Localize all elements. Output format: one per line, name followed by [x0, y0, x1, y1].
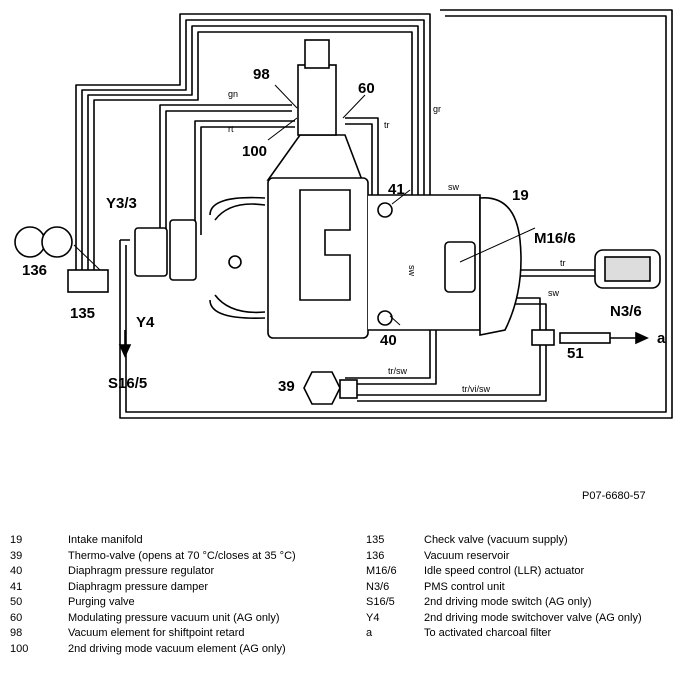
legend-right: 135 Check valve (vacuum supply) 136 Vacuum …	[366, 533, 686, 642]
legend-description: 2nd driving mode switchover valve (AG on…	[424, 611, 642, 624]
legend-code: M16/6	[366, 565, 397, 577]
wire-tr-right: tr	[560, 258, 566, 268]
legend-code: 41	[10, 580, 23, 593]
figure-reference: P07-6680-57	[582, 490, 646, 502]
label-m16-6: M16/6	[534, 230, 576, 247]
legend-description: PMS control unit	[424, 580, 505, 593]
legend-row: S16/5 2nd driving mode switch (AG only)	[366, 595, 686, 611]
legend-code: Y4	[366, 611, 380, 624]
label-60: 60	[358, 80, 375, 97]
wire-tr-sw: tr/sw	[388, 366, 407, 376]
wire-rt: rt	[228, 124, 234, 134]
legend-description: To activated charcoal filter	[424, 627, 552, 639]
label-s16-5: S16/5	[108, 375, 147, 392]
legend-row: 100 2nd driving mode vacuum element (AG o…	[10, 642, 315, 658]
label-136: 136	[22, 262, 47, 279]
legend-description: Diaphragm pressure damper	[68, 580, 209, 593]
legend-code: 50	[10, 596, 23, 608]
legend-code: 60	[10, 611, 23, 624]
legend-description: Check valve (vacuum supply)	[424, 534, 568, 546]
wire-sw-top: sw	[448, 182, 460, 192]
legend-code: 19	[10, 534, 23, 546]
legend-code: 136	[366, 549, 385, 562]
label-100: 100	[242, 143, 267, 160]
legend-left: 19 Intake manifold 39 Thermo-valve (opens a…	[10, 533, 315, 657]
wire-tr-top: tr	[384, 120, 390, 130]
label-y4: Y4	[136, 314, 155, 331]
legend-row: N3/6 PMS control unit	[366, 580, 686, 596]
legend-description: 2nd driving mode vacuum element (AG only…	[68, 642, 286, 655]
label-n3-6: N3/6	[610, 303, 642, 320]
wire-sw-right: sw	[548, 288, 560, 298]
legend-row: 19 Intake manifold	[10, 533, 315, 549]
wire-gn: gn	[228, 89, 238, 99]
legend-code: 135	[366, 534, 385, 546]
legend-code: N3/6	[366, 580, 390, 593]
legend-description: Vacuum reservoir	[424, 549, 510, 562]
legend-description: Thermo-valve (opens at 70 °C/closes at 3…	[68, 549, 296, 562]
legend-row: 50 Purging valve	[10, 595, 315, 611]
label-19: 19	[512, 187, 529, 204]
legend-row: 136 Vacuum reservoir	[366, 549, 686, 565]
legend-row: 98 Vacuum element for shiftpoint retard	[10, 626, 315, 642]
legend-row: Y4 2nd driving mode switchover valve (AG …	[366, 611, 686, 627]
legend-description: Vacuum element for shiftpoint retard	[68, 627, 245, 639]
legend-code: 40	[10, 565, 23, 577]
legend-description: Modulating pressure vacuum unit (AG only…	[68, 611, 280, 624]
legend-code: S16/5	[366, 596, 395, 608]
legend-row: 135 Check valve (vacuum supply)	[366, 533, 686, 549]
label-51: 51	[567, 345, 584, 362]
legend-code: 39	[10, 549, 23, 562]
label-39: 39	[278, 378, 295, 395]
label-41: 41	[388, 181, 405, 198]
legend-code: a	[366, 627, 373, 639]
legend-code: 100	[10, 642, 29, 655]
legend-description: Idle speed control (LLR) actuator	[424, 565, 585, 577]
legend-row: 39 Thermo-valve (opens at 70 °C/closes at…	[10, 549, 315, 565]
legend-row: 41 Diaphragm pressure damper	[10, 580, 315, 596]
legend-description: Intake manifold	[68, 534, 143, 546]
legend-row: M16/6 Idle speed control (LLR) actuator	[366, 564, 686, 580]
label-a: a	[657, 330, 666, 347]
legend-description: Purging valve	[68, 596, 135, 608]
wire-gr: gr	[433, 104, 441, 114]
label-40: 40	[380, 332, 397, 349]
wire-sw-vert: sw	[407, 265, 417, 277]
legend-code: 98	[10, 627, 23, 639]
label-98: 98	[253, 66, 270, 83]
legend-row: a To activated charcoal filter	[366, 626, 686, 642]
wire-tr-vi-sw: tr/vi/sw	[462, 384, 490, 394]
vacuum-diagram: 136 135 Y3/3 Y4 S16/5 98 60 100 41 19 M1…	[14, 9, 673, 419]
legend-row: 60 Modulating pressure vacuum unit (AG on…	[10, 611, 315, 627]
legend-description: 2nd driving mode switch (AG only)	[424, 596, 592, 608]
legend-description: Diaphragm pressure regulator	[68, 565, 215, 577]
label-y3-3: Y3/3	[106, 195, 137, 212]
legend-row: 40 Diaphragm pressure regulator	[10, 564, 315, 580]
label-135: 135	[70, 305, 95, 322]
